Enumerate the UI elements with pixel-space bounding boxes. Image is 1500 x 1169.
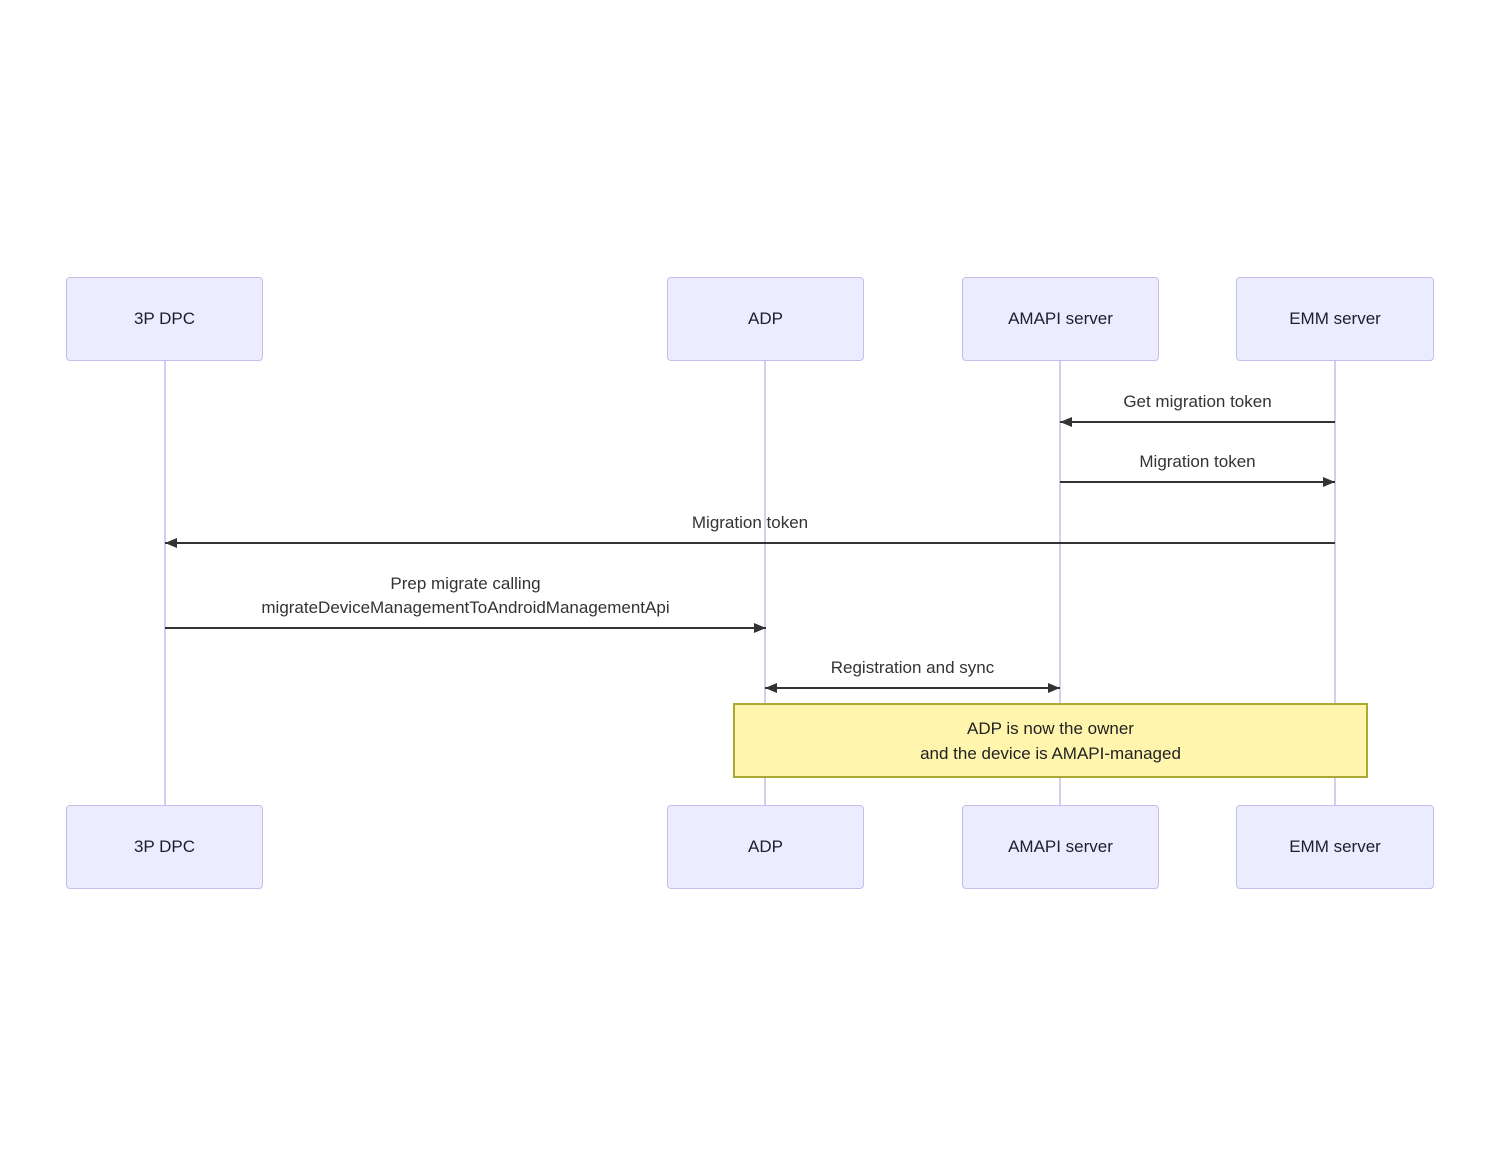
message-get-migration-token: Get migration token — [1060, 390, 1335, 427]
actor-bottom-adp: ADP — [667, 805, 864, 889]
actor-label: AMAPI server — [1008, 309, 1113, 328]
note-line1: ADP is now the owner — [967, 718, 1134, 738]
actor-label: ADP — [748, 309, 783, 328]
message-label-line1: Prep migrate calling — [390, 574, 541, 593]
arrow-right — [165, 623, 766, 633]
message-label: Migration token — [691, 513, 809, 532]
actor-label: EMM server — [1289, 309, 1381, 328]
message-prep-migrate: Prep migrate calling migrateDeviceManage… — [165, 572, 766, 633]
actor-label: EMM server — [1289, 837, 1381, 856]
actor-top-amapi-server: AMAPI server — [962, 277, 1159, 361]
lifeline-3p-dpc — [164, 361, 166, 805]
actor-top-emm-server: EMM server — [1236, 277, 1434, 361]
note-adp-owner: ADP is now the owner and the device is A… — [733, 703, 1368, 778]
lifeline-amapi-server — [1059, 361, 1061, 805]
message-registration-and-sync: Registration and sync — [765, 656, 1060, 693]
actor-label: 3P DPC — [133, 309, 196, 328]
actor-label: AMAPI server — [1008, 837, 1113, 856]
actor-top-adp: ADP — [667, 277, 864, 361]
actor-label: ADP — [748, 837, 783, 856]
message-label: Migration token — [1139, 452, 1256, 471]
actor-top-3p-dpc: 3P DPC — [66, 277, 263, 361]
message-migration-token-to-emm: Migration token — [1060, 450, 1335, 487]
arrow-right — [1060, 477, 1335, 487]
message-label: Registration and sync — [830, 658, 995, 677]
actor-bottom-emm-server: EMM server — [1236, 805, 1434, 889]
lifeline-emm-server — [1334, 361, 1336, 805]
actor-bottom-3p-dpc: 3P DPC — [66, 805, 263, 889]
message-label: Get migration token — [1123, 392, 1272, 411]
actor-bottom-amapi-server: AMAPI server — [962, 805, 1159, 889]
message-migration-token-to-3p-dpc: Migration token — [165, 511, 1335, 548]
arrow-both — [765, 683, 1060, 693]
arrow-left — [165, 538, 1335, 548]
note-line2: and the device is AMAPI-managed — [920, 743, 1181, 763]
arrow-left — [1060, 417, 1335, 427]
message-label-line2: migrateDeviceManagementToAndroidManageme… — [261, 598, 670, 617]
lifeline-adp — [764, 361, 766, 805]
actor-label: 3P DPC — [133, 837, 196, 856]
